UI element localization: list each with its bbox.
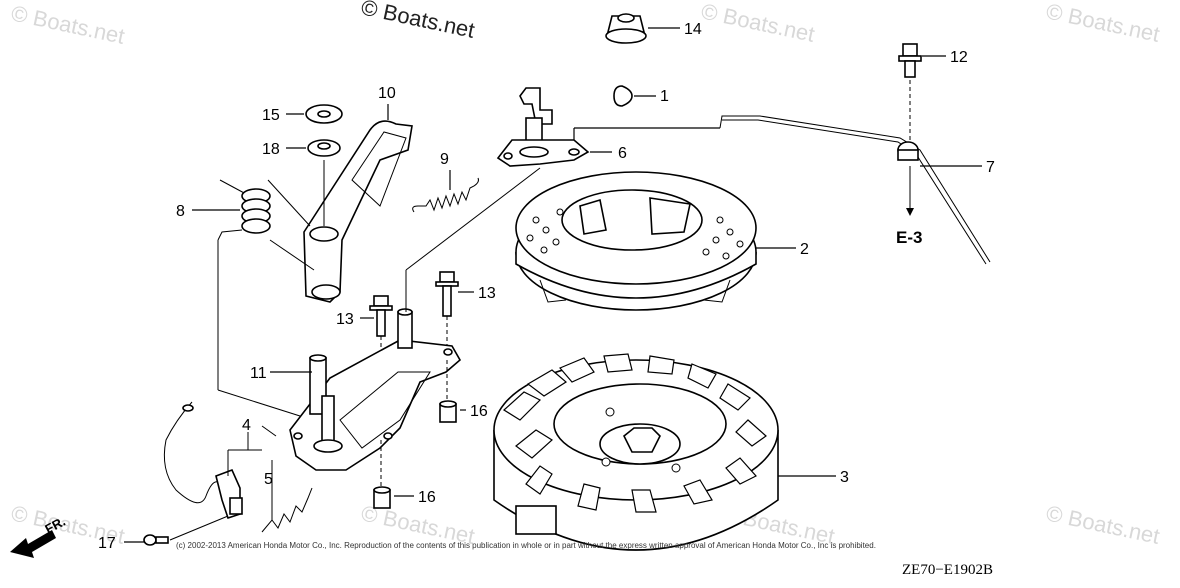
callout-1: 1 (660, 88, 669, 105)
bolt-12-part (898, 43, 922, 78)
callout-11: 11 (250, 365, 267, 382)
callout-10: 10 (378, 85, 396, 102)
watermark-top-right: © Boats.net (1044, 0, 1162, 47)
callout-16-upper: 16 (470, 403, 488, 420)
starter-pulley-part (515, 171, 757, 311)
torsion-spring-part (217, 179, 271, 241)
base-plate-part (289, 308, 462, 471)
collar-16-upper-part (439, 400, 457, 423)
watermark-bottom-right: © Boats.net (1044, 500, 1162, 548)
woodruff-key-part (613, 85, 633, 107)
callout-16-lower: 16 (418, 489, 436, 506)
collar-16-lower-part (373, 486, 391, 509)
governor-lever-part (303, 120, 413, 303)
clip-15-part (305, 104, 343, 124)
watermark-top-mid: © Boats.net (699, 0, 817, 47)
ref-label-e3: E-3 (896, 228, 922, 247)
callout-17: 17 (98, 535, 116, 552)
callout-9: 9 (440, 151, 449, 168)
callout-5: 5 (264, 471, 273, 488)
callout-12: 12 (950, 49, 968, 66)
callout-6: 6 (618, 145, 627, 162)
spring-5-part (261, 487, 313, 533)
flywheel-fins (503, 353, 767, 513)
bolt-13-right-part (435, 271, 459, 317)
pulley-holes (526, 208, 744, 260)
callout-18: 18 (262, 141, 280, 158)
stop-switch-part (163, 401, 243, 520)
governor-arm-part (496, 87, 590, 167)
spring-9-part (412, 177, 479, 213)
callout-4: 4 (242, 417, 251, 434)
callout-13-left: 13 (336, 311, 354, 328)
watermark-main: © Boats.net (359, 0, 477, 43)
callout-13-right: 13 (478, 285, 496, 302)
callout-14: 14 (684, 21, 702, 38)
bolt-13-left-part (369, 295, 393, 337)
callout-2: 2 (800, 241, 809, 258)
screw-17-part (143, 534, 169, 546)
diagram-code: ZE70−E1902B (902, 562, 993, 578)
callout-8: 8 (176, 203, 185, 220)
governor-rod-part (719, 115, 991, 265)
washer-18-part (307, 139, 341, 157)
flange-nut-part (605, 13, 647, 44)
watermark-top-left: © Boats.net (9, 0, 127, 48)
callout-15: 15 (262, 107, 280, 124)
callout-7: 7 (986, 159, 995, 176)
callout-3: 3 (840, 469, 849, 486)
copyright-notice: (c) 2002-2013 American Honda Motor Co., … (176, 541, 876, 550)
